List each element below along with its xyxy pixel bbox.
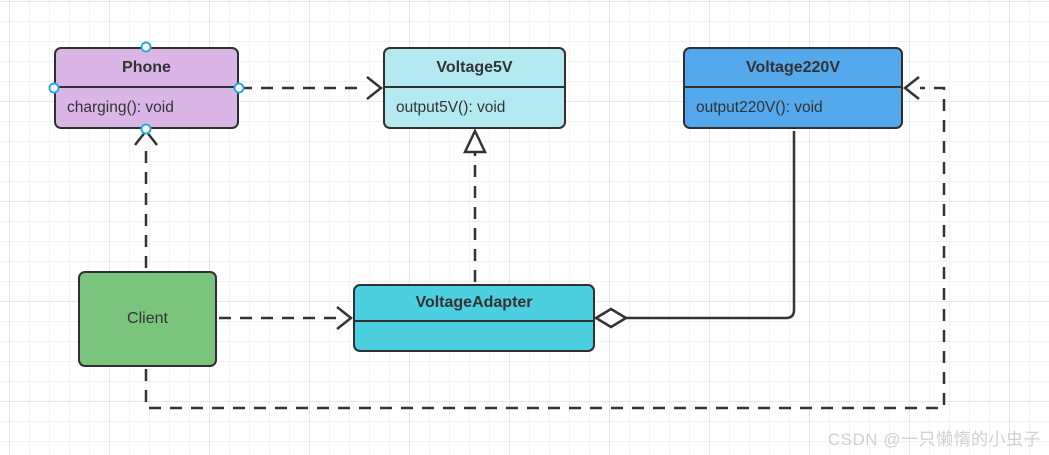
class-phone-method: charging(): void [67, 98, 174, 116]
open-arrowhead-icon [902, 76, 920, 100]
class-voltageadapter[interactable]: VoltageAdapter [353, 284, 595, 352]
connection-point-top[interactable] [140, 41, 152, 53]
class-phone-title: Phone [56, 49, 237, 88]
class-voltageadapter-method [355, 322, 593, 350]
node-client-label: Client [127, 310, 168, 327]
edge-client-to-voltage220v[interactable] [144, 76, 946, 410]
class-voltage5v-title: Voltage5V [385, 49, 564, 88]
class-voltage5v[interactable]: Voltage5V output5V(): void [383, 47, 566, 129]
open-arrowhead-icon [336, 306, 354, 330]
class-voltage5v-method: output5V(): void [396, 98, 506, 116]
edge-client-to-adapter[interactable] [219, 306, 354, 330]
hollow-diamond-icon [593, 307, 629, 329]
connection-point-left[interactable] [48, 82, 60, 94]
node-client[interactable]: Client [78, 271, 217, 367]
class-voltageadapter-title: VoltageAdapter [355, 286, 593, 322]
connection-point-right[interactable] [233, 82, 245, 94]
class-voltage220v-method: output220V(): void [696, 98, 823, 116]
class-voltage220v-title: Voltage220V [685, 49, 901, 88]
edge-phone-to-voltage5v[interactable] [240, 76, 384, 100]
edge-client-to-phone[interactable] [134, 128, 158, 268]
class-phone[interactable]: Phone charging(): void [54, 47, 239, 129]
csdn-watermark: CSDN @一只懒惰的小虫子 [827, 430, 1041, 449]
open-arrowhead-icon [366, 76, 384, 100]
edge-adapter-aggregates-voltage220v[interactable] [593, 131, 796, 329]
edge-adapter-realizes-voltage5v[interactable] [463, 128, 487, 282]
hollow-triangle-arrowhead-icon [463, 128, 487, 154]
connection-point-bottom[interactable] [140, 123, 152, 135]
class-voltage220v[interactable]: Voltage220V output220V(): void [683, 47, 903, 129]
